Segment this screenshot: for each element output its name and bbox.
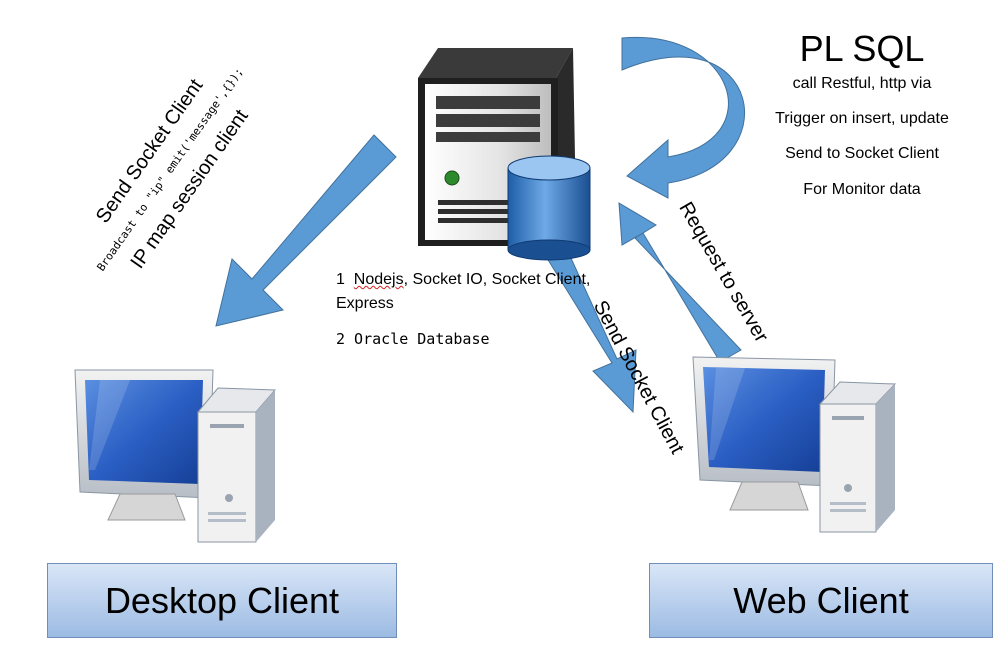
plsql-line: Trigger on insert, update xyxy=(775,110,949,127)
arrow-server-to-desktop xyxy=(215,134,397,327)
web-computer-icon xyxy=(692,356,897,533)
arrow-request-to-server xyxy=(618,202,742,363)
plsql-line: call Restful, http via xyxy=(792,75,932,92)
plsql-line: For Monitor data xyxy=(803,181,921,198)
plsql-title: PL SQL xyxy=(799,28,925,69)
desktop-client-label: Desktop Client xyxy=(104,579,340,621)
server-stack-line-1: 1 Nodejs, Socket IO, Socket Client, xyxy=(336,271,590,289)
plsql-line: Send to Socket Client xyxy=(785,145,939,162)
web-client-label-box: Web Client xyxy=(649,563,993,638)
desktop-client-label-box: Desktop Client xyxy=(47,563,397,638)
server-stack-num: 1 xyxy=(336,271,345,288)
trigger-loop-arrow xyxy=(621,36,746,199)
arrow-send-to-web xyxy=(544,244,637,414)
server-stack-line-2: 2 Oracle Database xyxy=(336,330,490,348)
server-stack-nodejs: Nodejs xyxy=(353,271,404,288)
server-stack-rest: , Socket IO, Socket Client, xyxy=(403,271,591,288)
database-icon xyxy=(507,155,591,261)
server-stack-line-1-cont: Express xyxy=(336,295,394,312)
web-client-label: Web Client xyxy=(733,579,909,621)
desktop-computer-icon xyxy=(74,369,277,543)
